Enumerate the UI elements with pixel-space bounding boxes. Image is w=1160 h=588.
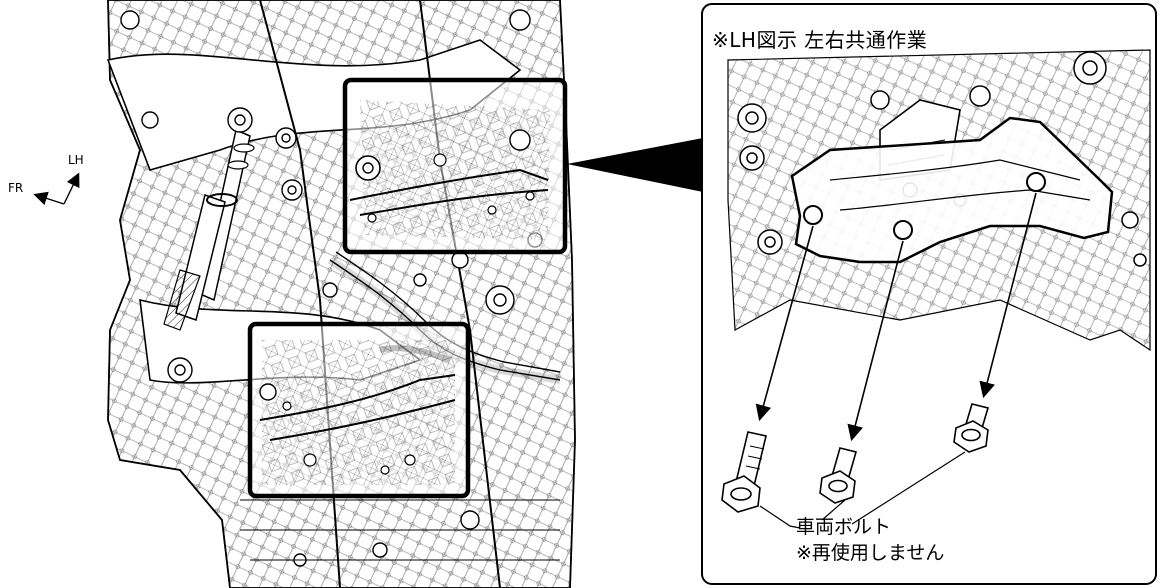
bolt-1	[721, 431, 767, 513]
fr-direction-arrow	[33, 191, 65, 206]
lh-direction-label: LH	[68, 153, 84, 167]
fr-direction-label: FR	[8, 181, 24, 195]
bolt-3	[953, 403, 990, 453]
removal-arrow-2	[847, 240, 904, 442]
orientation-indicator	[33, 172, 80, 206]
bolt-hole-2	[893, 220, 913, 240]
bolt-hole-3	[1026, 172, 1046, 192]
bolt-2	[819, 447, 857, 504]
upper-box-detail	[349, 100, 550, 240]
zoom-pointer	[567, 138, 703, 192]
bolt-callout-note: ※再使用しません	[796, 542, 945, 564]
callout-leaders	[759, 451, 966, 529]
bolt-hole-1	[803, 205, 823, 225]
bolt-callout-name: 車両ボルト	[796, 516, 892, 538]
lh-direction-arrow	[63, 172, 80, 205]
lower-box-detail	[259, 340, 456, 485]
removal-arrow-1	[755, 225, 814, 422]
detail-panel-title: ※LH図示 左右共通作業	[712, 28, 928, 52]
drive-shaft	[163, 128, 255, 331]
removal-arrow-3	[979, 192, 1037, 399]
lower-brace-bracket	[790, 116, 1114, 264]
